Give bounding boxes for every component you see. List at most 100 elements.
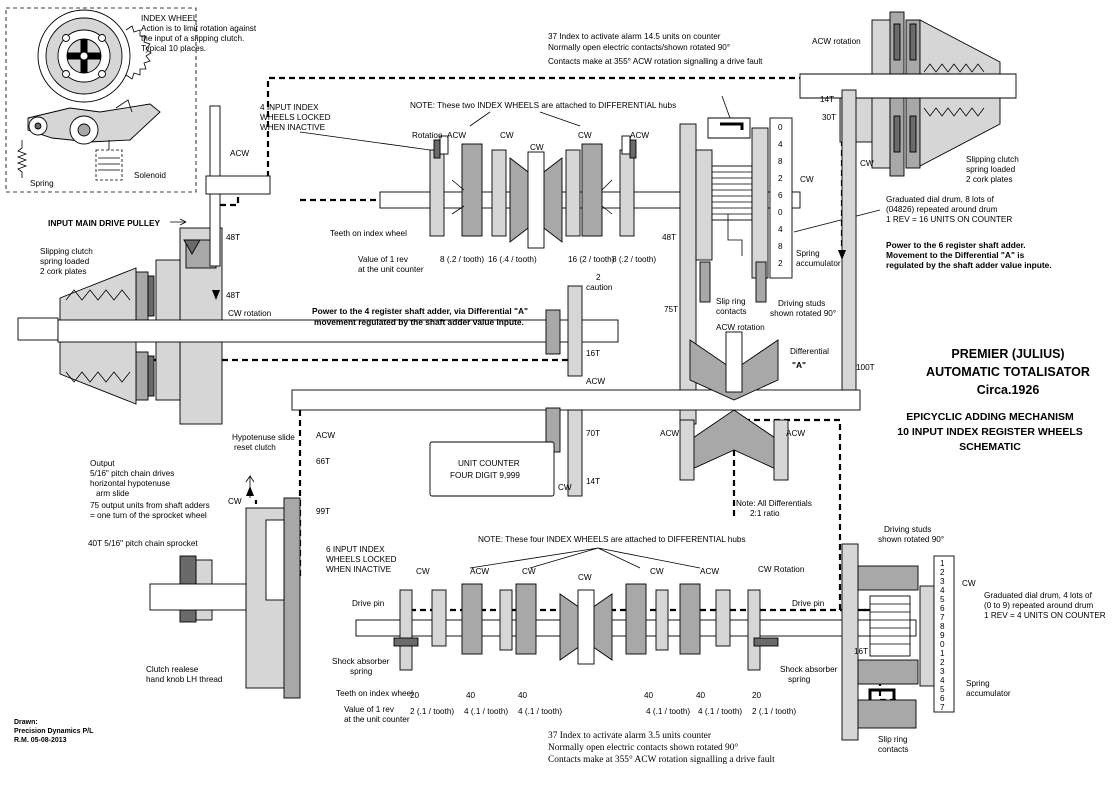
- bottom-drum-digit-3: 4: [940, 586, 945, 595]
- subtitle-1: EPICYCLIC ADDING MECHANISM: [906, 411, 1074, 423]
- bottom-drum-digit-10: 1: [940, 649, 945, 658]
- bottom-teeth-3: 40: [518, 691, 528, 700]
- gear-99t: 99T: [316, 507, 330, 516]
- bottom-drum-digit-5: 6: [940, 604, 945, 613]
- bottom-drum-digit-14: 5: [940, 685, 945, 694]
- bottom-value-2: at the unit counter: [344, 715, 410, 724]
- bottom-drum-digit-16: 7: [940, 703, 945, 712]
- differential-a: ACW rotation Differential "A" 100T ACW A…: [660, 323, 875, 518]
- diff-note-1: Note: All Differentials: [736, 499, 812, 508]
- index-wheel-title: INDEX WHEEL: [141, 14, 198, 23]
- bottom-teeth-1: 20: [410, 691, 420, 700]
- driving-studs-top-1: Driving studs: [778, 299, 825, 308]
- slip-ring-bottom-1: Slip ring: [878, 735, 908, 744]
- power-6-2: Movement to the Differential "A" is: [886, 250, 1025, 260]
- bottom-drum-digit-15: 6: [940, 694, 945, 703]
- bottom-drum-digit-13: 4: [940, 676, 945, 685]
- top-drum-desc-1: Graduated dial drum, 8 lots of: [886, 195, 995, 204]
- acw-top-left: ACW: [230, 149, 249, 158]
- spring-accumulator-top-1: Spring: [796, 249, 820, 258]
- gear-66t: 66T: [316, 457, 330, 466]
- top-tooth-value-1: 8 (.2 / tooth): [440, 255, 484, 264]
- drive-pin-left: Drive pin: [352, 599, 385, 608]
- top-drum-cw: CW: [800, 175, 814, 184]
- drawn-1: Drawn:: [14, 719, 38, 726]
- driving-studs-bottom-2: shown rotated 90°: [878, 535, 944, 544]
- index-wheel-inset: INDEX WHEEL Action is to limit rotation …: [5, 7, 257, 193]
- gear-30t-top: 30T: [822, 113, 836, 122]
- spring-accumulator-bottom-2: accumulator: [966, 689, 1011, 698]
- output-5: 75 output units from shaft adders: [90, 501, 210, 510]
- bottom-drum-digit-2: 3: [940, 577, 945, 586]
- bottom-drum-digit-0: 1: [940, 559, 945, 568]
- gear-48t-b: 48T: [226, 291, 240, 300]
- power-6-3: regulated by the shaft adder value input…: [886, 260, 1052, 270]
- shock-left-2: spring: [350, 667, 373, 676]
- output-2: 5/16" pitch chain drives: [90, 469, 174, 478]
- top-teeth-caption: Teeth on index wheel: [330, 229, 407, 238]
- top-drum-digit-8: 2: [778, 259, 783, 268]
- bottom-drum-digit-6: 7: [940, 613, 945, 622]
- alarm-bottom-1: 37 Index to activate alarm 3.5 units cou…: [548, 731, 712, 741]
- top-tooth-value-3: 16 (2 / tooth): [568, 255, 615, 264]
- mid-shafts: Power to the 4 register shaft adder, via…: [291, 89, 861, 516]
- top-inputs-label-3: WHEN INACTIVE: [260, 123, 326, 132]
- unit-counter: UNIT COUNTER FOUR DIGIT 9,999: [429, 441, 555, 497]
- gear-16t-mid: 16T: [586, 349, 600, 358]
- gear-14t-mid: 14T: [586, 477, 600, 486]
- bottom-graduated-drum: [933, 555, 955, 713]
- gear-75t: 75T: [664, 305, 678, 314]
- left-clutch-1: Slipping clutch: [40, 247, 93, 256]
- alarm-bottom-3: Contacts make at 355° ACW rotation signa…: [548, 754, 775, 765]
- bottom-drum-desc-3: 1 REV = 4 UNITS ON COUNTER: [984, 611, 1106, 620]
- bottom-drum-digit-11: 2: [940, 658, 945, 667]
- subtitle-2: 10 INPUT INDEX REGISTER WHEELS: [897, 426, 1083, 438]
- top-drum-digit-4: 6: [778, 191, 783, 200]
- title-line-3: Circa.1926: [977, 383, 1040, 397]
- top-tooth-value-4: 8 (.2 / tooth): [612, 255, 656, 264]
- bottom-drum-desc-2: (0 to 9) repeated around drum: [984, 601, 1093, 610]
- power-4-2: movement regulated by the shaft adder va…: [314, 317, 524, 327]
- bottom-tooth-value-6: 2 (.1 / tooth): [752, 707, 796, 716]
- slip-ring-top-2: contacts: [716, 307, 747, 316]
- acw-mid: ACW: [586, 377, 605, 386]
- bottom-teeth-4: 40: [644, 691, 654, 700]
- index-wheel-desc-2: the input of a slipping clutch.: [141, 34, 244, 43]
- alarm-top-2: Normally open electric contacts/shown ro…: [548, 43, 730, 52]
- drawn-3: R.M. 05-08-2013: [14, 737, 67, 744]
- bottom-drum-digit-12: 3: [940, 667, 945, 676]
- acw-lower-left: ACW: [316, 431, 335, 440]
- top-right-clutch-2: spring loaded: [966, 165, 1016, 174]
- top-right-clutch-3: 2 cork plates: [966, 175, 1012, 184]
- bottom-teeth-caption: Teeth on index wheel: [336, 689, 413, 698]
- bottom-teeth-6: 20: [752, 691, 762, 700]
- bottom-rot-5: CW: [650, 567, 664, 576]
- bottom-drum-digit-1: 2: [940, 568, 945, 577]
- bottom-right-drum-assembly: Driving studs shown rotated 90° CW Gradu…: [841, 525, 1106, 754]
- top-drum-digit-6: 4: [778, 225, 783, 234]
- left-clutch-2: spring loaded: [40, 257, 90, 266]
- caution-1: 2: [596, 273, 601, 282]
- top-right-acw-rotation: ACW rotation: [812, 37, 861, 46]
- gear-70t: 70T: [586, 429, 600, 438]
- top-value-caption-1: Value of 1 rev: [358, 255, 409, 264]
- bottom-teeth-2: 40: [466, 691, 476, 700]
- top-drum-digit-1: 4: [778, 140, 783, 149]
- bottom-rot-2: ACW: [470, 567, 489, 576]
- bottom-drum-desc-1: Graduated dial drum, 4 lots of: [984, 591, 1093, 600]
- top-rot-1: ACW: [447, 131, 466, 140]
- top-drum-desc-3: 1 REV = 16 UNITS ON COUNTER: [886, 215, 1012, 224]
- top-inputs-label-2: WHEELS LOCKED: [260, 113, 331, 122]
- top-drum-digit-2: 8: [778, 157, 783, 166]
- bottom-tooth-value-1: 2 (.1 / tooth): [410, 707, 454, 716]
- bottom-tooth-value-2: 4 (.1 / tooth): [464, 707, 508, 716]
- top-rot-5: ACW: [630, 131, 649, 140]
- index-wheel-desc-3: Typical 10 places.: [141, 44, 206, 53]
- spring-label: Spring: [30, 179, 54, 188]
- drive-pin-right: Drive pin: [792, 599, 825, 608]
- diff-a-acw-rotation: ACW rotation: [716, 323, 765, 332]
- bottom-rot-3: CW: [522, 567, 536, 576]
- left-clutch-3: 2 cork plates: [40, 267, 86, 276]
- drawn-2: Precision Dynamics P/L: [14, 728, 94, 735]
- title-line-2: AUTOMATIC TOTALISATOR: [926, 365, 1090, 379]
